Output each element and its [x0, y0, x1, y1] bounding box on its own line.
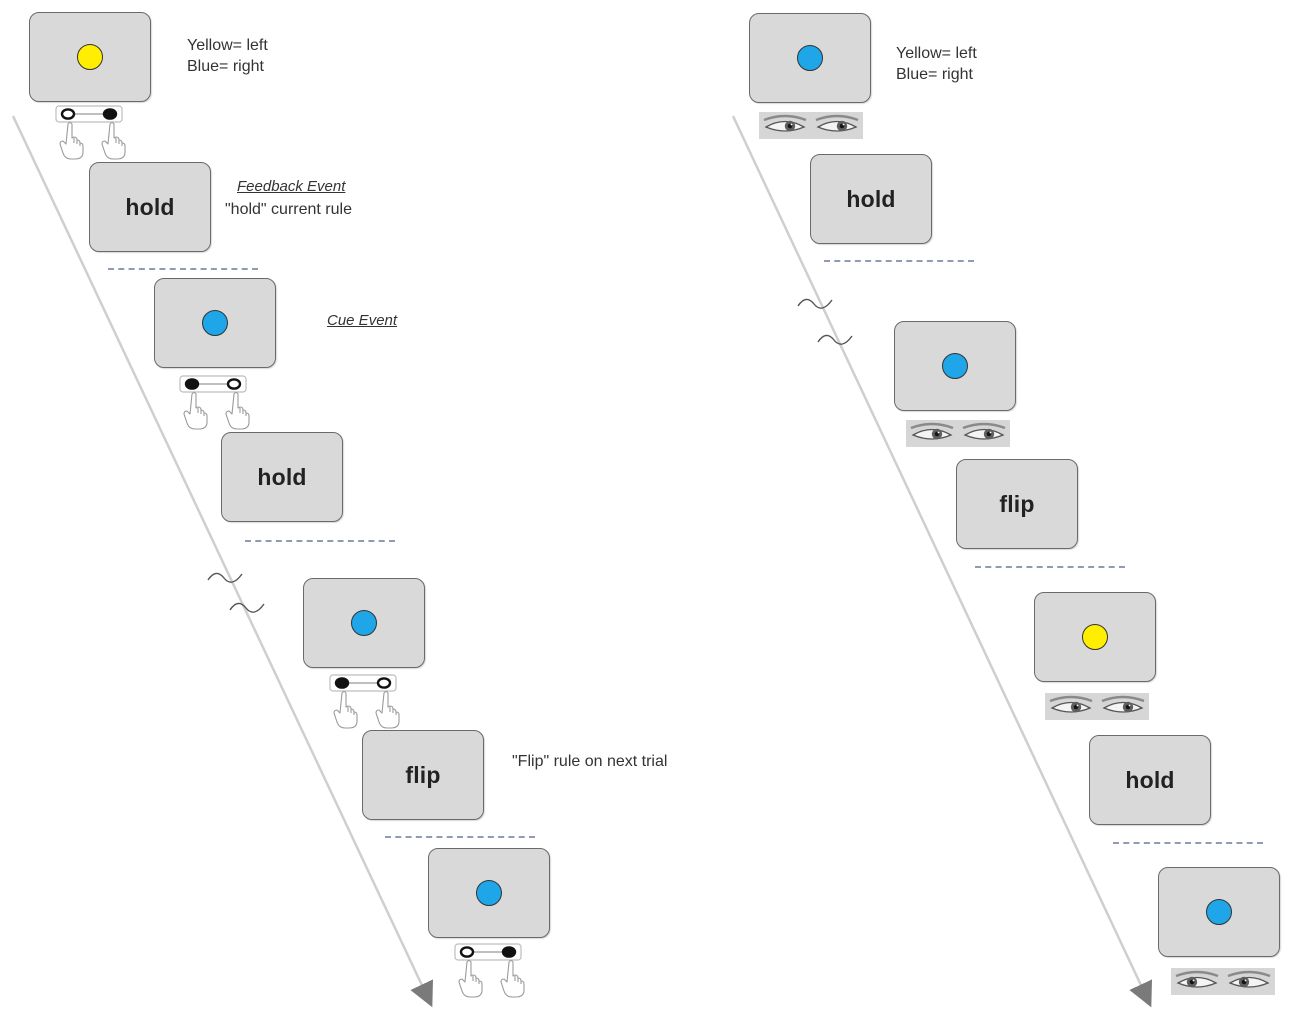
- feedback-screen: hold: [221, 432, 343, 522]
- gaze-photo: [759, 112, 863, 139]
- eyes-icon: [1171, 968, 1275, 995]
- response-pad: [329, 674, 400, 729]
- feedback-label: hold: [125, 193, 175, 220]
- stimulus-screen: [29, 12, 151, 102]
- stimulus-screen: [1158, 867, 1280, 957]
- timeline-arrow-right: [731, 115, 1153, 1008]
- blue-cue-dot: [942, 353, 968, 379]
- legend-line: Blue= right: [896, 66, 973, 83]
- right-button: [102, 108, 118, 120]
- eyes-icon: [759, 112, 863, 139]
- left-button: [60, 108, 76, 120]
- right-button: [226, 378, 242, 390]
- left-eye-icon: [763, 114, 807, 132]
- stimulus-screen: [428, 848, 550, 938]
- eyes-icon: [906, 420, 1010, 447]
- blue-cue-dot: [476, 880, 502, 906]
- trial-divider: [385, 836, 535, 838]
- feedback-screen: flip: [956, 459, 1078, 549]
- color-rule-legend: Yellow= left Blue= right: [896, 43, 977, 85]
- hand-press-icon: [322, 673, 414, 731]
- feedback-event-title: Feedback Event: [237, 178, 346, 195]
- left-eye-icon: [910, 422, 954, 440]
- legend-line: Yellow= left: [896, 45, 977, 62]
- feedback-label: flip: [999, 490, 1035, 517]
- feedback-label: hold: [257, 463, 307, 490]
- right-eye-icon: [1101, 695, 1145, 713]
- stimulus-screen: [154, 278, 276, 368]
- stimulus-screen: [1034, 592, 1156, 682]
- time-break-icon: [229, 602, 265, 613]
- feedback-screen: hold: [1089, 735, 1211, 825]
- left-hand-icon: [458, 959, 483, 998]
- left-eye-icon: [1049, 695, 1093, 713]
- hand-press-icon: [447, 942, 539, 1000]
- right-button: [501, 946, 517, 958]
- feedback-screen: flip: [362, 730, 484, 820]
- feedback-event-text: "hold" current rule: [225, 201, 352, 218]
- hand-press-icon: [48, 104, 140, 162]
- trial-divider: [824, 260, 974, 262]
- blue-cue-dot: [1206, 899, 1232, 925]
- left-hand-icon: [59, 121, 84, 160]
- feedback-label: flip: [405, 761, 441, 788]
- feedback-label: hold: [846, 185, 896, 212]
- left-hand-icon: [183, 391, 208, 430]
- stimulus-screen: [894, 321, 1016, 411]
- left-button: [184, 378, 200, 390]
- time-break-icon: [207, 572, 243, 583]
- time-break-icon: [817, 334, 853, 345]
- eyes-icon: [1045, 693, 1149, 720]
- stimulus-screen: [303, 578, 425, 668]
- right-eye-icon: [815, 114, 859, 132]
- blue-cue-dot: [202, 310, 228, 336]
- response-pad: [454, 943, 525, 998]
- response-pad: [55, 105, 126, 160]
- right-button: [376, 677, 392, 689]
- left-button: [334, 677, 350, 689]
- yellow-cue-dot: [1082, 624, 1108, 650]
- gaze-photo: [1045, 693, 1149, 720]
- feedback-screen: hold: [810, 154, 932, 244]
- gaze-photo: [906, 420, 1010, 447]
- blue-cue-dot: [351, 610, 377, 636]
- right-eye-icon: [962, 422, 1006, 440]
- color-rule-legend: Yellow= left Blue= right: [187, 35, 268, 77]
- cue-event-title: Cue Event: [327, 312, 398, 329]
- gaze-photo: [1171, 968, 1275, 995]
- response-pad: [179, 375, 250, 430]
- right-eye-icon: [1227, 970, 1271, 988]
- trial-divider: [975, 566, 1125, 568]
- flip-rule-note: "Flip" rule on next trial: [512, 753, 668, 770]
- yellow-cue-dot: [77, 44, 103, 70]
- legend-line: Yellow= left: [187, 37, 268, 54]
- trial-divider: [1113, 842, 1263, 844]
- timeline-arrow-left: [11, 115, 433, 1008]
- trial-divider: [245, 540, 395, 542]
- left-button: [459, 946, 475, 958]
- blue-cue-dot: [797, 45, 823, 71]
- feedback-label: hold: [1125, 766, 1175, 793]
- right-hand-icon: [101, 121, 126, 160]
- time-break-icon: [797, 298, 833, 309]
- stimulus-screen: [749, 13, 871, 103]
- feedback-screen: hold: [89, 162, 211, 252]
- hand-press-icon: [172, 374, 264, 432]
- left-eye-icon: [1175, 970, 1219, 988]
- trial-divider: [108, 268, 258, 270]
- right-hand-icon: [375, 690, 400, 729]
- right-hand-icon: [225, 391, 250, 430]
- legend-line: Blue= right: [187, 58, 264, 75]
- right-hand-icon: [500, 959, 525, 998]
- left-hand-icon: [333, 690, 358, 729]
